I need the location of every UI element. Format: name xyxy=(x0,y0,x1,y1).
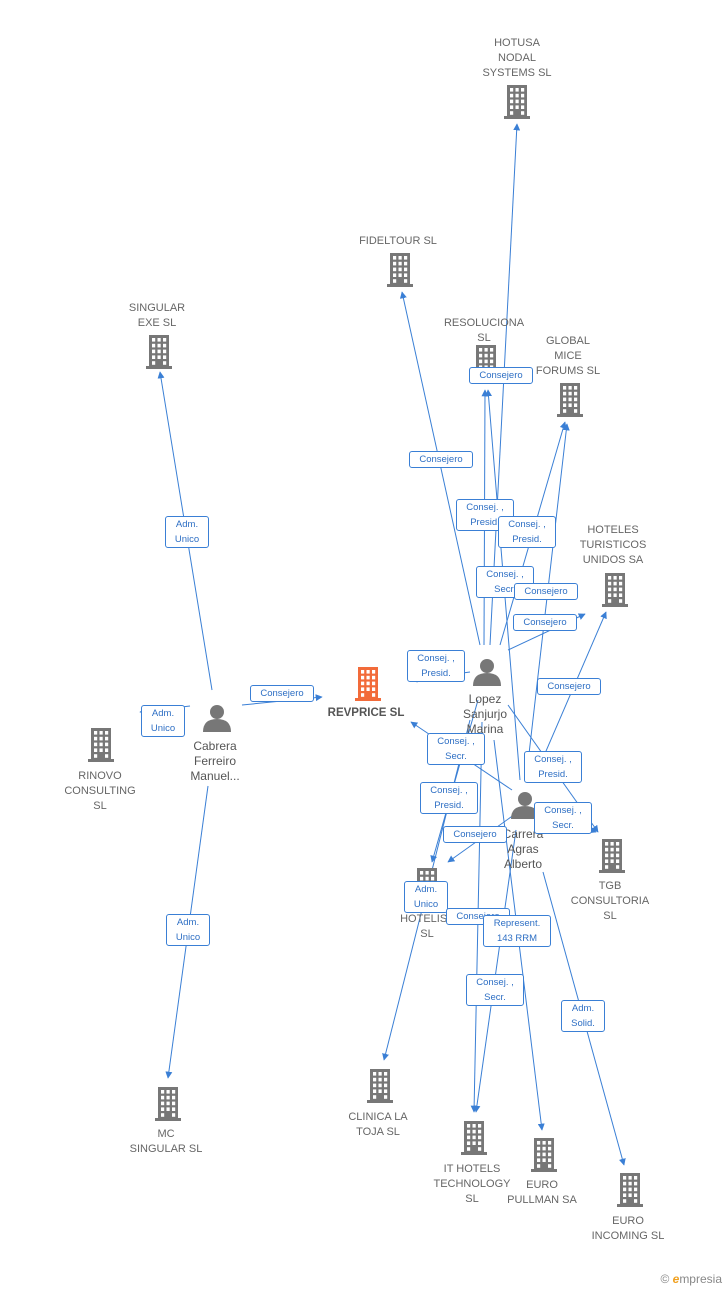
person-label-cabrera[interactable]: Cabrera Ferreiro Manuel... xyxy=(190,739,240,783)
company-label-rinovo[interactable]: RINOVO CONSULTING SL xyxy=(64,770,136,812)
company-label-euro_incoming[interactable]: EURO INCOMING SL xyxy=(591,1215,665,1242)
company-label-clinica[interactable]: CLINICA LA TOJA SL xyxy=(348,1111,408,1138)
relation-label-r13: Consejero xyxy=(537,678,601,695)
building-icon-global_mice[interactable] xyxy=(557,383,583,417)
person-icon-lopez[interactable] xyxy=(473,659,501,686)
company-label-resoluciona[interactable]: RESOLUCIONA SL xyxy=(443,317,525,344)
relation-label-r11: Consejero xyxy=(513,614,577,631)
relation-label-r23: Adm. Solid. xyxy=(561,1000,605,1032)
company-label-singular_exe[interactable]: SINGULAR EXE SL xyxy=(128,302,186,329)
relation-label-r18: Consej. , Secr. xyxy=(534,802,592,834)
edge-carrera-it_hotels xyxy=(473,829,517,1113)
building-icon-fideltour[interactable] xyxy=(387,253,413,287)
company-label-tgb[interactable]: TGB CONSULTORIA SL xyxy=(570,880,650,922)
relation-label-r21: Represent. 143 RRM xyxy=(483,915,551,947)
relation-label-r1: Adm. Unico xyxy=(165,516,209,548)
relation-label-r12: Consej. , Presid. xyxy=(407,650,465,682)
person-icon-carrera[interactable] xyxy=(511,792,539,819)
relation-label-r17: Consejero xyxy=(443,826,507,843)
company-label-hoteles_turisticos[interactable]: HOTELES TURISTICOS UNIDOS SA xyxy=(579,524,647,566)
relation-label-r8: Consej. , Presid. xyxy=(498,516,556,548)
building-icon-hoteles_turisticos[interactable] xyxy=(602,573,628,607)
edge-lopez-hotusa xyxy=(489,123,521,646)
edge-lopez-fideltour xyxy=(399,291,481,646)
building-icon-rinovo[interactable] xyxy=(88,728,114,762)
building-icon-hotusa[interactable] xyxy=(504,85,530,119)
brand-footer: © empresia xyxy=(660,1272,722,1286)
relation-label-r22: Consej. , Secr. xyxy=(466,974,524,1006)
company-label-global_mice[interactable]: GLOBAL MICE FORUMS SL xyxy=(535,335,601,377)
building-icon-clinica[interactable] xyxy=(367,1069,393,1103)
relation-label-r19: Adm. Unico xyxy=(404,881,448,913)
company-label-mc_singular[interactable]: MC SINGULAR SL xyxy=(129,1128,203,1155)
building-icon-euro_pullman[interactable] xyxy=(531,1138,557,1172)
company-label-hotelist[interactable]: HOTELIST SL xyxy=(400,913,454,940)
relation-label-r15: Consej. , Presid. xyxy=(420,782,478,814)
relation-label-r3: Consejero xyxy=(250,685,314,702)
brand-logo-e: e xyxy=(672,1272,680,1286)
company-label-fideltour[interactable]: FIDELTOUR SL xyxy=(359,235,437,247)
edge-carrera-global_mice xyxy=(525,423,570,781)
building-icon-it_hotels[interactable] xyxy=(461,1121,487,1155)
relation-label-r4: Adm. Unico xyxy=(166,914,210,946)
building-icon-singular_exe[interactable] xyxy=(146,335,172,369)
relation-label-r16: Consej. , Presid. xyxy=(524,751,582,783)
company-label-euro_pullman[interactable]: EURO PULLMAN SA xyxy=(507,1179,577,1206)
person-label-lopez[interactable]: Lopez Sanjurjo Marina xyxy=(462,692,508,736)
relation-label-r5: Consejero xyxy=(409,451,473,468)
building-icon-revprice[interactable] xyxy=(355,667,381,701)
relation-label-r6: Consejero xyxy=(469,367,533,384)
relation-label-r2: Adm. Unico xyxy=(141,705,185,737)
building-icon-tgb[interactable] xyxy=(599,839,625,873)
person-icon-cabrera[interactable] xyxy=(203,705,231,732)
building-icon-mc_singular[interactable] xyxy=(155,1087,181,1121)
copyright-symbol: © xyxy=(660,1272,670,1286)
relation-label-r10: Consejero xyxy=(514,583,578,600)
person-label-carrera[interactable]: Carrera Agras Alberto xyxy=(502,827,544,871)
company-label-it_hotels[interactable]: IT HOTELS TECHNOLOGY SL xyxy=(433,1163,511,1205)
relation-label-r14: Consej. , Secr. xyxy=(427,733,485,765)
brand-logo-text: mpresia xyxy=(679,1272,722,1286)
company-label-revprice[interactable]: REVPRICE SL xyxy=(327,707,405,719)
company-label-hotusa[interactable]: HOTUSA NODAL SYSTEMS SL xyxy=(482,37,552,79)
building-icon-euro_incoming[interactable] xyxy=(617,1173,643,1207)
